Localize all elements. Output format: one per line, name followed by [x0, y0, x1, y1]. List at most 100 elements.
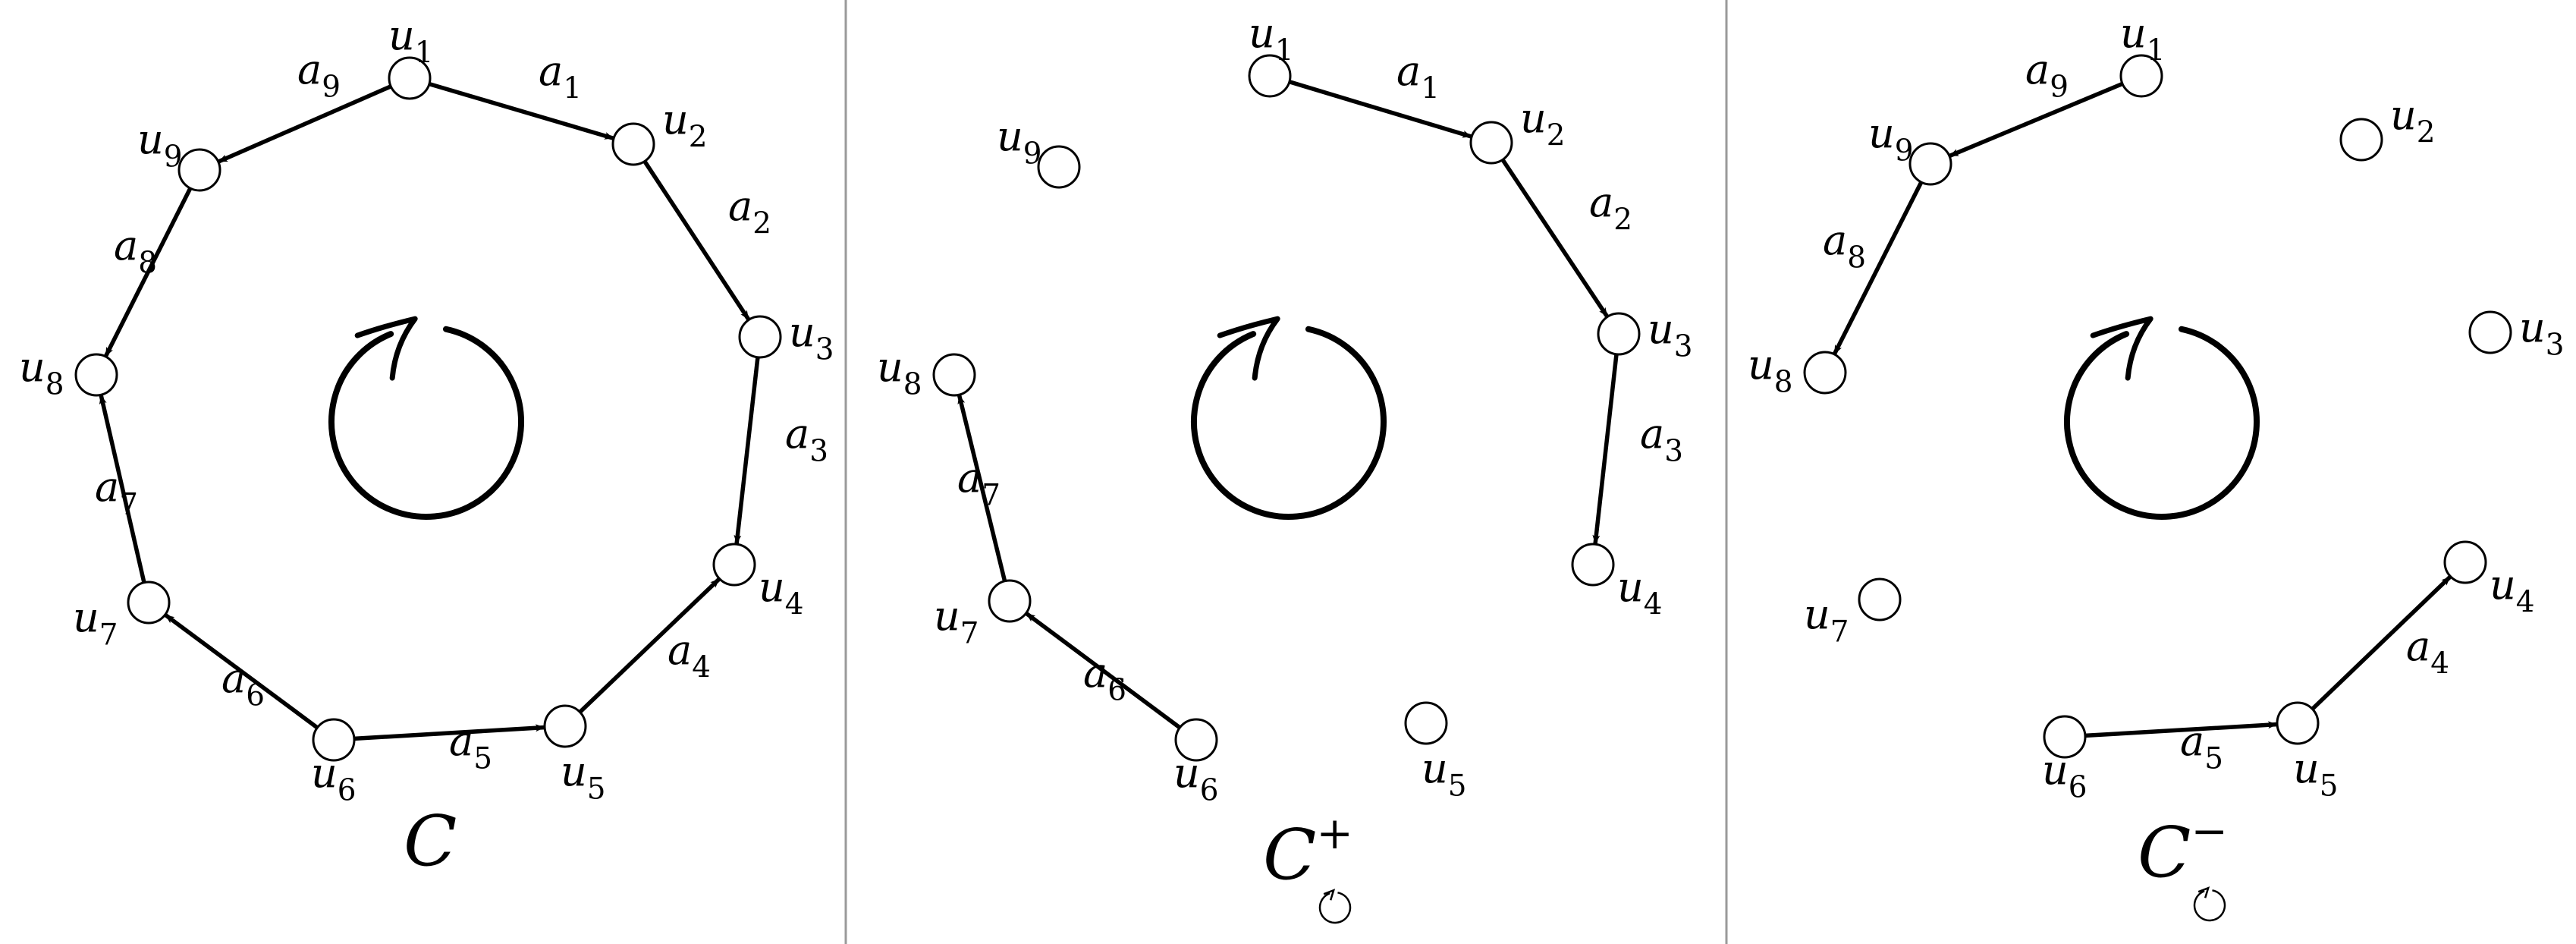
- edge-a3: [734, 357, 760, 545]
- edge-label-a5: a5: [2180, 717, 2223, 776]
- panel-title-2: C+: [1263, 807, 1353, 895]
- node-u8: [74, 353, 118, 397]
- edge-label-a2: a2: [728, 182, 771, 241]
- edge-a5: [353, 724, 545, 741]
- node-u4: [1571, 543, 1615, 587]
- node-u7: [988, 579, 1032, 623]
- edge-a6: [1025, 612, 1181, 730]
- edge-label-a8: a8: [1823, 216, 1866, 275]
- orientation-arrow-icon: [1217, 316, 1280, 381]
- panel-title-1: C: [404, 801, 457, 882]
- node-label-u2: u2: [1520, 94, 1566, 153]
- orientation-arrow-icon: [2090, 316, 2153, 381]
- node-label-u8: u8: [877, 343, 922, 401]
- node-label-u3: u3: [1648, 305, 1693, 363]
- node-u5: [1404, 701, 1448, 745]
- node-label-u9: u9: [997, 112, 1042, 171]
- node-u5: [543, 704, 587, 748]
- edge-a1: [1289, 80, 1472, 139]
- node-u4: [712, 543, 756, 587]
- node-u8: [1803, 351, 1847, 395]
- node-u1: [388, 56, 432, 100]
- node-label-u9: u9: [1868, 109, 1914, 168]
- node-label-u5: u5: [1422, 744, 1467, 803]
- node-u2: [1469, 121, 1513, 165]
- node-u9: [1037, 145, 1081, 189]
- orientation-circle-arc: [1191, 326, 1387, 520]
- node-label-u3: u3: [789, 308, 834, 367]
- clockwise-subscript-icon: [2193, 886, 2226, 922]
- node-u1: [2119, 54, 2163, 98]
- node-label-u5: u5: [561, 747, 606, 806]
- edge-label-a1: a1: [1396, 47, 1440, 105]
- node-u7: [1858, 577, 1902, 621]
- edge-a4: [578, 577, 721, 714]
- node-u3: [738, 315, 782, 359]
- node-label-u8: u8: [19, 343, 64, 401]
- edge-a7: [99, 395, 146, 584]
- node-u6: [312, 718, 356, 762]
- edge-label-a4: a4: [668, 626, 711, 684]
- edge-a5: [2084, 721, 2278, 738]
- node-label-u2: u2: [662, 96, 708, 154]
- edge-label-a9: a9: [297, 46, 341, 104]
- edge-label-a9: a9: [2025, 46, 2069, 104]
- edge-label-a7: a7: [957, 454, 1001, 512]
- orientation-circle-arc: [328, 326, 524, 520]
- edge-label-a6: a6: [1083, 649, 1126, 707]
- node-u9: [177, 148, 221, 192]
- node-u3: [1597, 312, 1641, 356]
- edge-a2: [642, 160, 750, 321]
- edge-a4: [2311, 575, 2452, 711]
- node-label-u7: u7: [1804, 590, 1849, 649]
- node-label-u3: u3: [2519, 304, 2565, 362]
- edge-a9: [218, 84, 392, 164]
- node-label-u1: u1: [1249, 9, 1294, 68]
- edge-a2: [1500, 158, 1609, 318]
- node-label-u4: u4: [759, 563, 804, 621]
- node-u2: [611, 122, 655, 166]
- node-label-u6: u6: [311, 749, 357, 807]
- node-label-u6: u6: [2042, 746, 2088, 804]
- edge-label-a3: a3: [1640, 410, 1683, 468]
- node-label-u6: u6: [1173, 749, 1219, 807]
- edge-label-a4: a4: [2406, 622, 2449, 681]
- edge-a8: [1833, 181, 1924, 355]
- edge-a6: [164, 613, 319, 730]
- node-label-u5: u5: [2293, 744, 2339, 803]
- node-u1: [1248, 54, 1292, 98]
- node-u5: [2276, 701, 2320, 745]
- node-u7: [127, 581, 171, 625]
- edge-label-a5: a5: [449, 717, 492, 776]
- panel-dividers: [844, 0, 1728, 944]
- edge-a1: [429, 81, 614, 140]
- edge-label-a7: a7: [95, 463, 138, 521]
- edge-a8: [104, 187, 193, 357]
- edge-label-a1: a1: [539, 47, 582, 105]
- node-label-u1: u1: [2120, 9, 2166, 68]
- node-u6: [1174, 718, 1218, 762]
- node-label-u2: u2: [2390, 91, 2436, 149]
- node-label-u8: u8: [1748, 341, 1793, 399]
- node-label-u7: u7: [73, 593, 118, 652]
- node-u9: [1908, 142, 1952, 186]
- node-u2: [2339, 118, 2383, 162]
- edge-label-a2: a2: [1589, 178, 1632, 237]
- edge-a9: [1949, 81, 2124, 158]
- node-label-u1: u1: [388, 11, 434, 70]
- edge-a3: [1592, 354, 1619, 545]
- edge-label-a8: a8: [114, 222, 157, 280]
- node-u8: [932, 353, 976, 397]
- node-u4: [2443, 540, 2487, 584]
- orientation-circle-arc: [2064, 326, 2260, 520]
- node-label-u4: u4: [2490, 561, 2535, 619]
- edge-label-a6: a6: [221, 654, 265, 713]
- edge-label-a3: a3: [785, 410, 828, 468]
- node-u6: [2043, 715, 2087, 759]
- node-label-u7: u7: [934, 592, 979, 650]
